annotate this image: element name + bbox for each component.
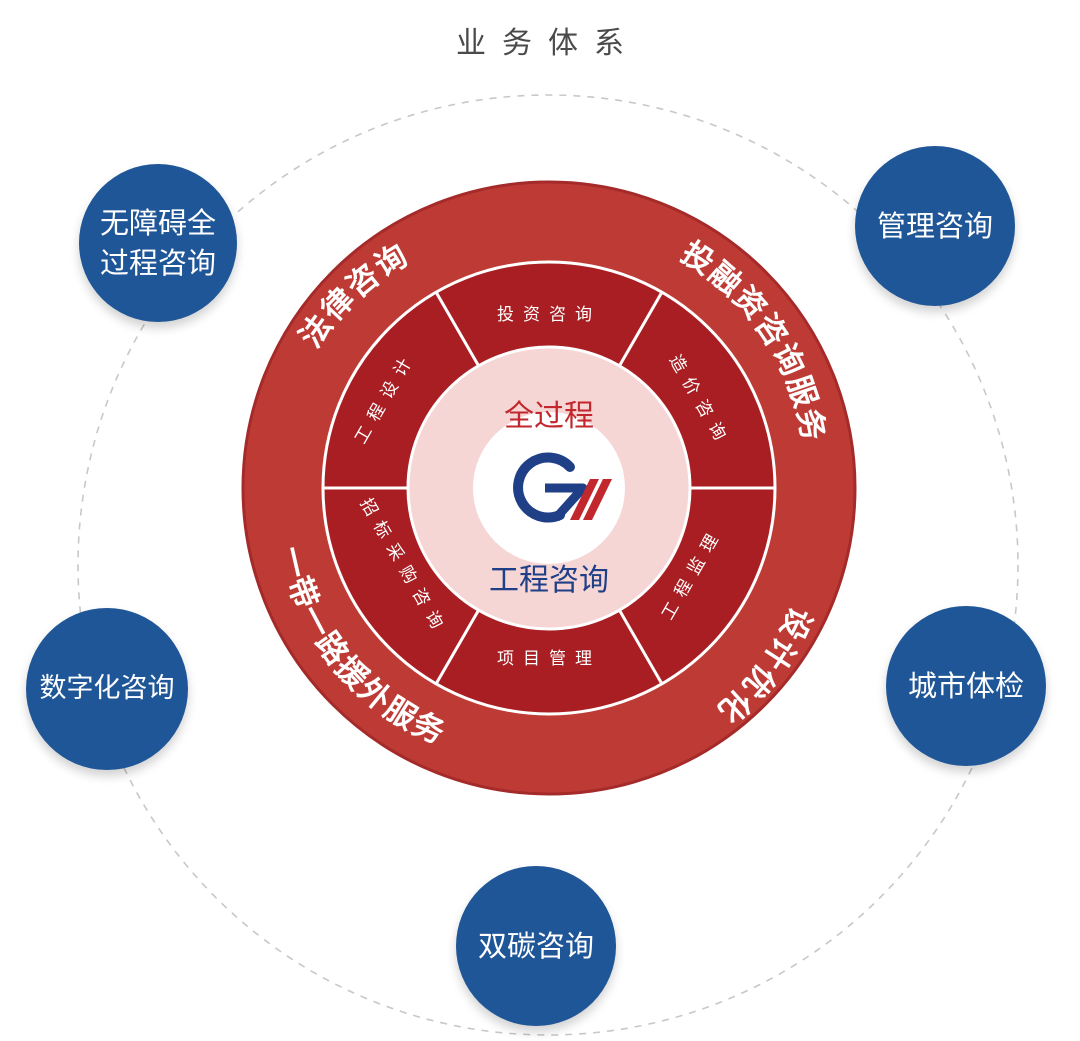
segment-label-project-management: 项目管理 xyxy=(497,649,601,669)
outer-ring-border xyxy=(241,180,857,796)
satellite-management: 管理咨询 xyxy=(855,146,1015,306)
satellite-accessibility-line2: 过程咨询 xyxy=(99,246,216,280)
satellite-accessibility: 无障碍全 过程咨询 xyxy=(79,164,237,322)
orbit-ring xyxy=(77,94,1019,1036)
satellite-city-checkup-label: 城市体检 xyxy=(907,669,1024,703)
satellite-dual-carbon: 双碳咨询 xyxy=(456,866,616,1026)
company-logo-icon xyxy=(513,452,612,523)
satellite-accessibility-text: 无障碍全 过程咨询 xyxy=(100,203,216,283)
satellite-accessibility-line1: 无障碍全 xyxy=(99,206,216,240)
hub-top-label: 全过程 xyxy=(504,399,594,434)
satellite-digital-label: 数字化咨询 xyxy=(39,673,175,704)
segment-label-investment: 投资咨询 xyxy=(497,305,601,325)
page-title-text: 业务体系 xyxy=(446,26,650,61)
page-title: 业务体系 xyxy=(0,18,1080,62)
satellite-digital: 数字化咨询 xyxy=(26,608,188,770)
satellite-management-label: 管理咨询 xyxy=(876,209,993,243)
hub-bottom-label: 工程咨询 xyxy=(489,563,609,598)
satellite-city-checkup: 城市体检 xyxy=(886,606,1046,766)
satellite-dual-carbon-label: 双碳咨询 xyxy=(477,929,594,963)
